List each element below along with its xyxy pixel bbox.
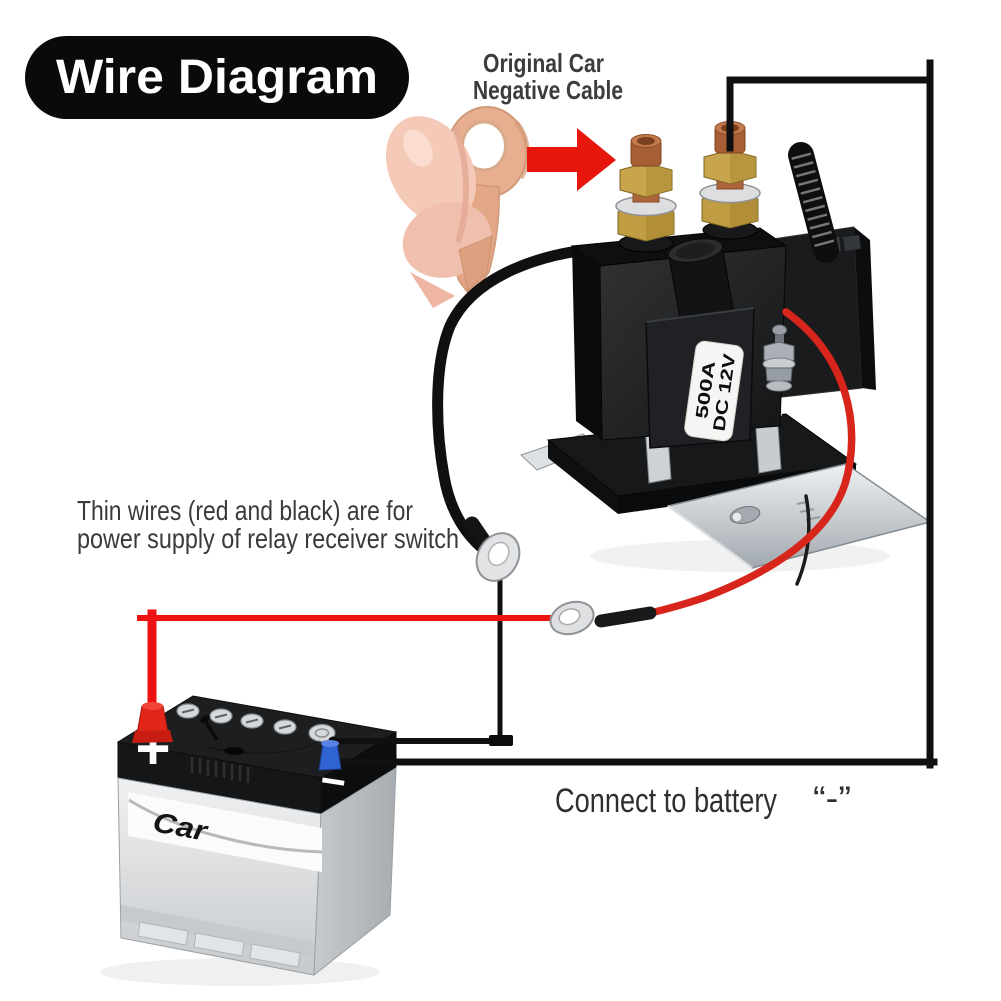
battery-pin-mark <box>200 715 219 741</box>
battery-positive-terminal <box>132 702 173 743</box>
connect-battery-label: Connect to battery <box>555 782 777 820</box>
control-stud-terminal <box>762 324 796 392</box>
receiver-box-side <box>854 227 876 390</box>
finger-highlight <box>403 129 433 167</box>
label-swoosh <box>128 798 323 854</box>
lug-strap-tip <box>458 235 493 292</box>
relay-switch: 500A DC 12V <box>520 121 931 628</box>
battery-vent-caps <box>176 703 336 743</box>
rating-label-sticker <box>684 340 744 442</box>
lid-ridges <box>190 757 250 783</box>
page-title: Wire Diagram <box>56 51 378 104</box>
top-recess-line <box>205 740 321 754</box>
negative-cable-note-line1: Original Car <box>483 48 604 78</box>
finger-fold <box>410 272 455 308</box>
relay-cylinder-cap <box>667 238 735 332</box>
line-junction-cap <box>489 735 513 746</box>
negative-cable-note-line2: Negative Cable <box>473 75 623 105</box>
battery-foot-tab <box>249 943 301 968</box>
thin-wires-note-line1: Thin wires (red and black) are for <box>77 495 413 526</box>
negative-cable-note: Original Car Negative Cable <box>473 48 623 105</box>
relay-terminal-left <box>615 134 677 253</box>
battery-foot-tab <box>137 921 189 946</box>
receiver-vent <box>843 234 861 252</box>
battery-foot-tab <box>193 932 245 957</box>
battery-body-right <box>313 767 397 977</box>
bracket-edge-highlight <box>667 504 753 570</box>
battery-step-band <box>121 905 314 958</box>
title-banner: Wire Diagram <box>25 36 409 119</box>
relay-body-left <box>572 246 602 440</box>
red-wire-ring-terminal-icon <box>549 600 595 636</box>
battery-label-band <box>128 792 322 872</box>
top-dark-oval <box>224 747 244 755</box>
relay-black-cable <box>432 242 612 558</box>
red-arrow-right-icon <box>527 128 616 191</box>
panel-edge-highlight <box>645 307 755 323</box>
battery-negative-terminal <box>318 740 342 771</box>
antenna-coil-icon <box>788 142 839 263</box>
connect-battery-terminal: “-” <box>813 780 851 818</box>
black-wire-ring-terminal-icon <box>475 532 521 582</box>
relay-thin-red-wire <box>646 308 856 617</box>
thin-wires-note: Thin wires (red and black) are for power… <box>77 495 459 554</box>
finger-shade <box>452 126 469 243</box>
relay-rating-label: 500A DC 12V <box>684 340 744 442</box>
negative-loop-wire-line <box>330 59 938 769</box>
thin-wires-note-line2: power supply of relay receiver switch <box>77 523 459 554</box>
relay-terminal-right <box>699 121 761 240</box>
red-wire-crimp <box>594 606 657 628</box>
relay-base-front <box>548 440 618 514</box>
bracket-hole <box>731 511 743 523</box>
battery-shadow <box>100 958 380 986</box>
connect-battery-note: Connect to battery “-” <box>555 780 851 820</box>
vent-cap <box>308 723 336 743</box>
mounting-bracket <box>667 463 931 570</box>
title-pill <box>25 36 409 119</box>
